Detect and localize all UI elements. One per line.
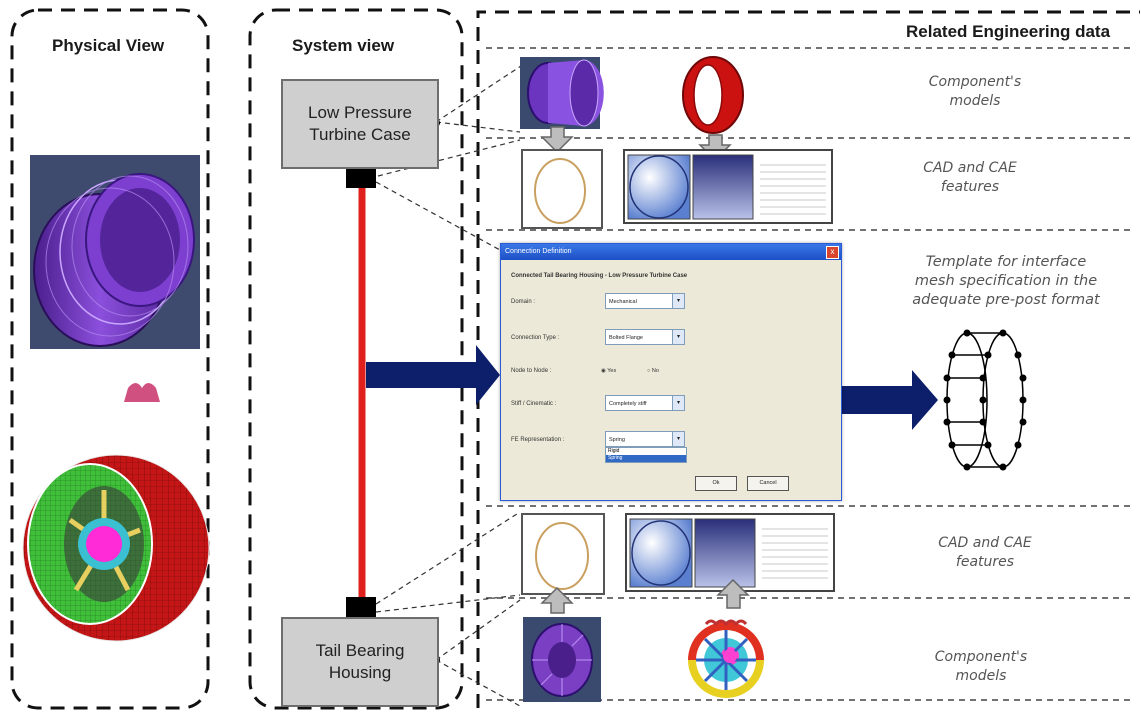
label-line: Template for interface <box>925 254 1087 270</box>
tail-bearing-housing-box: Tail Bearing Housing <box>281 617 439 707</box>
label-line: Component's <box>928 74 1022 90</box>
cad-outline-top <box>521 149 603 229</box>
purple-casing-image <box>30 155 200 349</box>
radio-label: Yes <box>607 368 617 374</box>
fe-representation-label: FE Representation : <box>511 437 565 443</box>
cae-panels-top <box>623 149 833 224</box>
box-line: Housing <box>328 663 392 682</box>
box-line: Tail Bearing <box>315 641 405 660</box>
arrow-to-mesh <box>838 370 938 430</box>
physical-view-title: Physical View <box>52 36 165 55</box>
system-view-title: System view <box>292 36 395 55</box>
cae-panels-bottom <box>625 513 835 592</box>
connection-type-select[interactable]: Bolted Flange ▾ <box>605 329 685 345</box>
grey-arrow-bottom-right <box>716 578 750 609</box>
grey-arrow-top-left <box>540 126 574 154</box>
components-models-label-bottom: Component's models <box>906 648 1056 686</box>
connector-top-dot <box>371 171 376 176</box>
label-line: models <box>955 668 1007 684</box>
box-line: Turbine Case <box>309 125 411 144</box>
stiff-cinematic-select[interactable]: Completely stiff ▾ <box>605 395 685 411</box>
fe-representation-select[interactable]: Spring ▾ <box>605 431 685 447</box>
dialog-titlebar: Connection Definition x <box>501 244 841 260</box>
label-line: CAD and CAE <box>923 160 1017 176</box>
chevron-down-icon[interactable]: ▾ <box>672 294 684 308</box>
red-mesh-image <box>22 383 210 642</box>
dialog-title: Connection Definition <box>505 248 572 255</box>
dialog-subtitle: Connected Tail Bearing Housing - Low Pre… <box>511 273 688 279</box>
node-to-node-yes-radio[interactable]: ◉ Yes <box>601 368 617 374</box>
connection-type-label: Connection Type : <box>511 335 560 341</box>
chevron-down-icon[interactable]: ▾ <box>672 396 684 410</box>
label-line: adequate pre-post format <box>912 292 1100 308</box>
select-value: Bolted Flange <box>609 335 643 341</box>
colored-housing-thumbnail <box>688 619 764 698</box>
grey-arrow-bottom-left <box>540 586 574 614</box>
physical-view-panel <box>10 8 210 710</box>
label-line: Component's <box>934 649 1028 665</box>
engineering-data-title: Related Engineering data <box>906 22 1111 41</box>
fe-representation-options[interactable]: Rigid Spring <box>605 447 687 463</box>
template-label: Template for interface mesh specificatio… <box>875 253 1137 310</box>
components-models-label-top: Component's models <box>900 73 1050 111</box>
label-line: models <box>949 93 1001 109</box>
select-value: Mechanical <box>609 299 637 305</box>
label-line: mesh specification in the <box>914 273 1098 289</box>
box-line: Low Pressure <box>308 103 412 122</box>
select-value: Completely stiff <box>609 401 647 407</box>
ok-button[interactable]: Ok <box>695 476 737 491</box>
node-to-node-no-radio[interactable]: ○ No <box>647 368 659 374</box>
red-ring-thumbnail <box>682 56 744 134</box>
close-icon[interactable]: x <box>826 246 839 259</box>
purple-ring-thumbnail <box>520 57 604 129</box>
radio-label: No <box>651 368 659 374</box>
cad-outline-bottom <box>521 513 605 595</box>
label-line: features <box>955 554 1015 570</box>
option-spring[interactable]: Spring <box>606 455 686 462</box>
purple-housing-thumbnail <box>523 617 601 702</box>
arrow-to-dialog <box>366 345 500 405</box>
chevron-down-icon[interactable]: ▾ <box>672 330 684 344</box>
system-view-panel <box>248 8 464 710</box>
cad-cae-label-bottom: CAD and CAE features <box>910 534 1060 572</box>
stiff-cinematic-label: Stiff / Cinematic : <box>511 401 557 407</box>
engineering-panel-border <box>476 10 1140 708</box>
option-rigid[interactable]: Rigid <box>608 448 620 454</box>
domain-label: Domain : <box>511 299 536 305</box>
row-separators <box>486 47 1132 701</box>
node-to-node-label: Node to Node : <box>511 368 552 374</box>
low-pressure-turbine-case-box: Low Pressure Turbine Case <box>281 79 439 169</box>
select-value: Spring <box>609 437 625 443</box>
cad-cae-label-top: CAD and CAE features <box>895 159 1045 197</box>
label-line: CAD and CAE <box>938 535 1032 551</box>
domain-select[interactable]: Mechanical ▾ <box>605 293 685 309</box>
mesh-ring-nodes <box>943 329 1027 471</box>
chevron-down-icon[interactable]: ▾ <box>672 432 684 446</box>
leader-lines <box>375 59 531 707</box>
cancel-button[interactable]: Cancel <box>747 476 789 491</box>
connection-definition-dialog: Connection Definition x Connected Tail B… <box>500 243 842 501</box>
label-line: features <box>940 179 1000 195</box>
